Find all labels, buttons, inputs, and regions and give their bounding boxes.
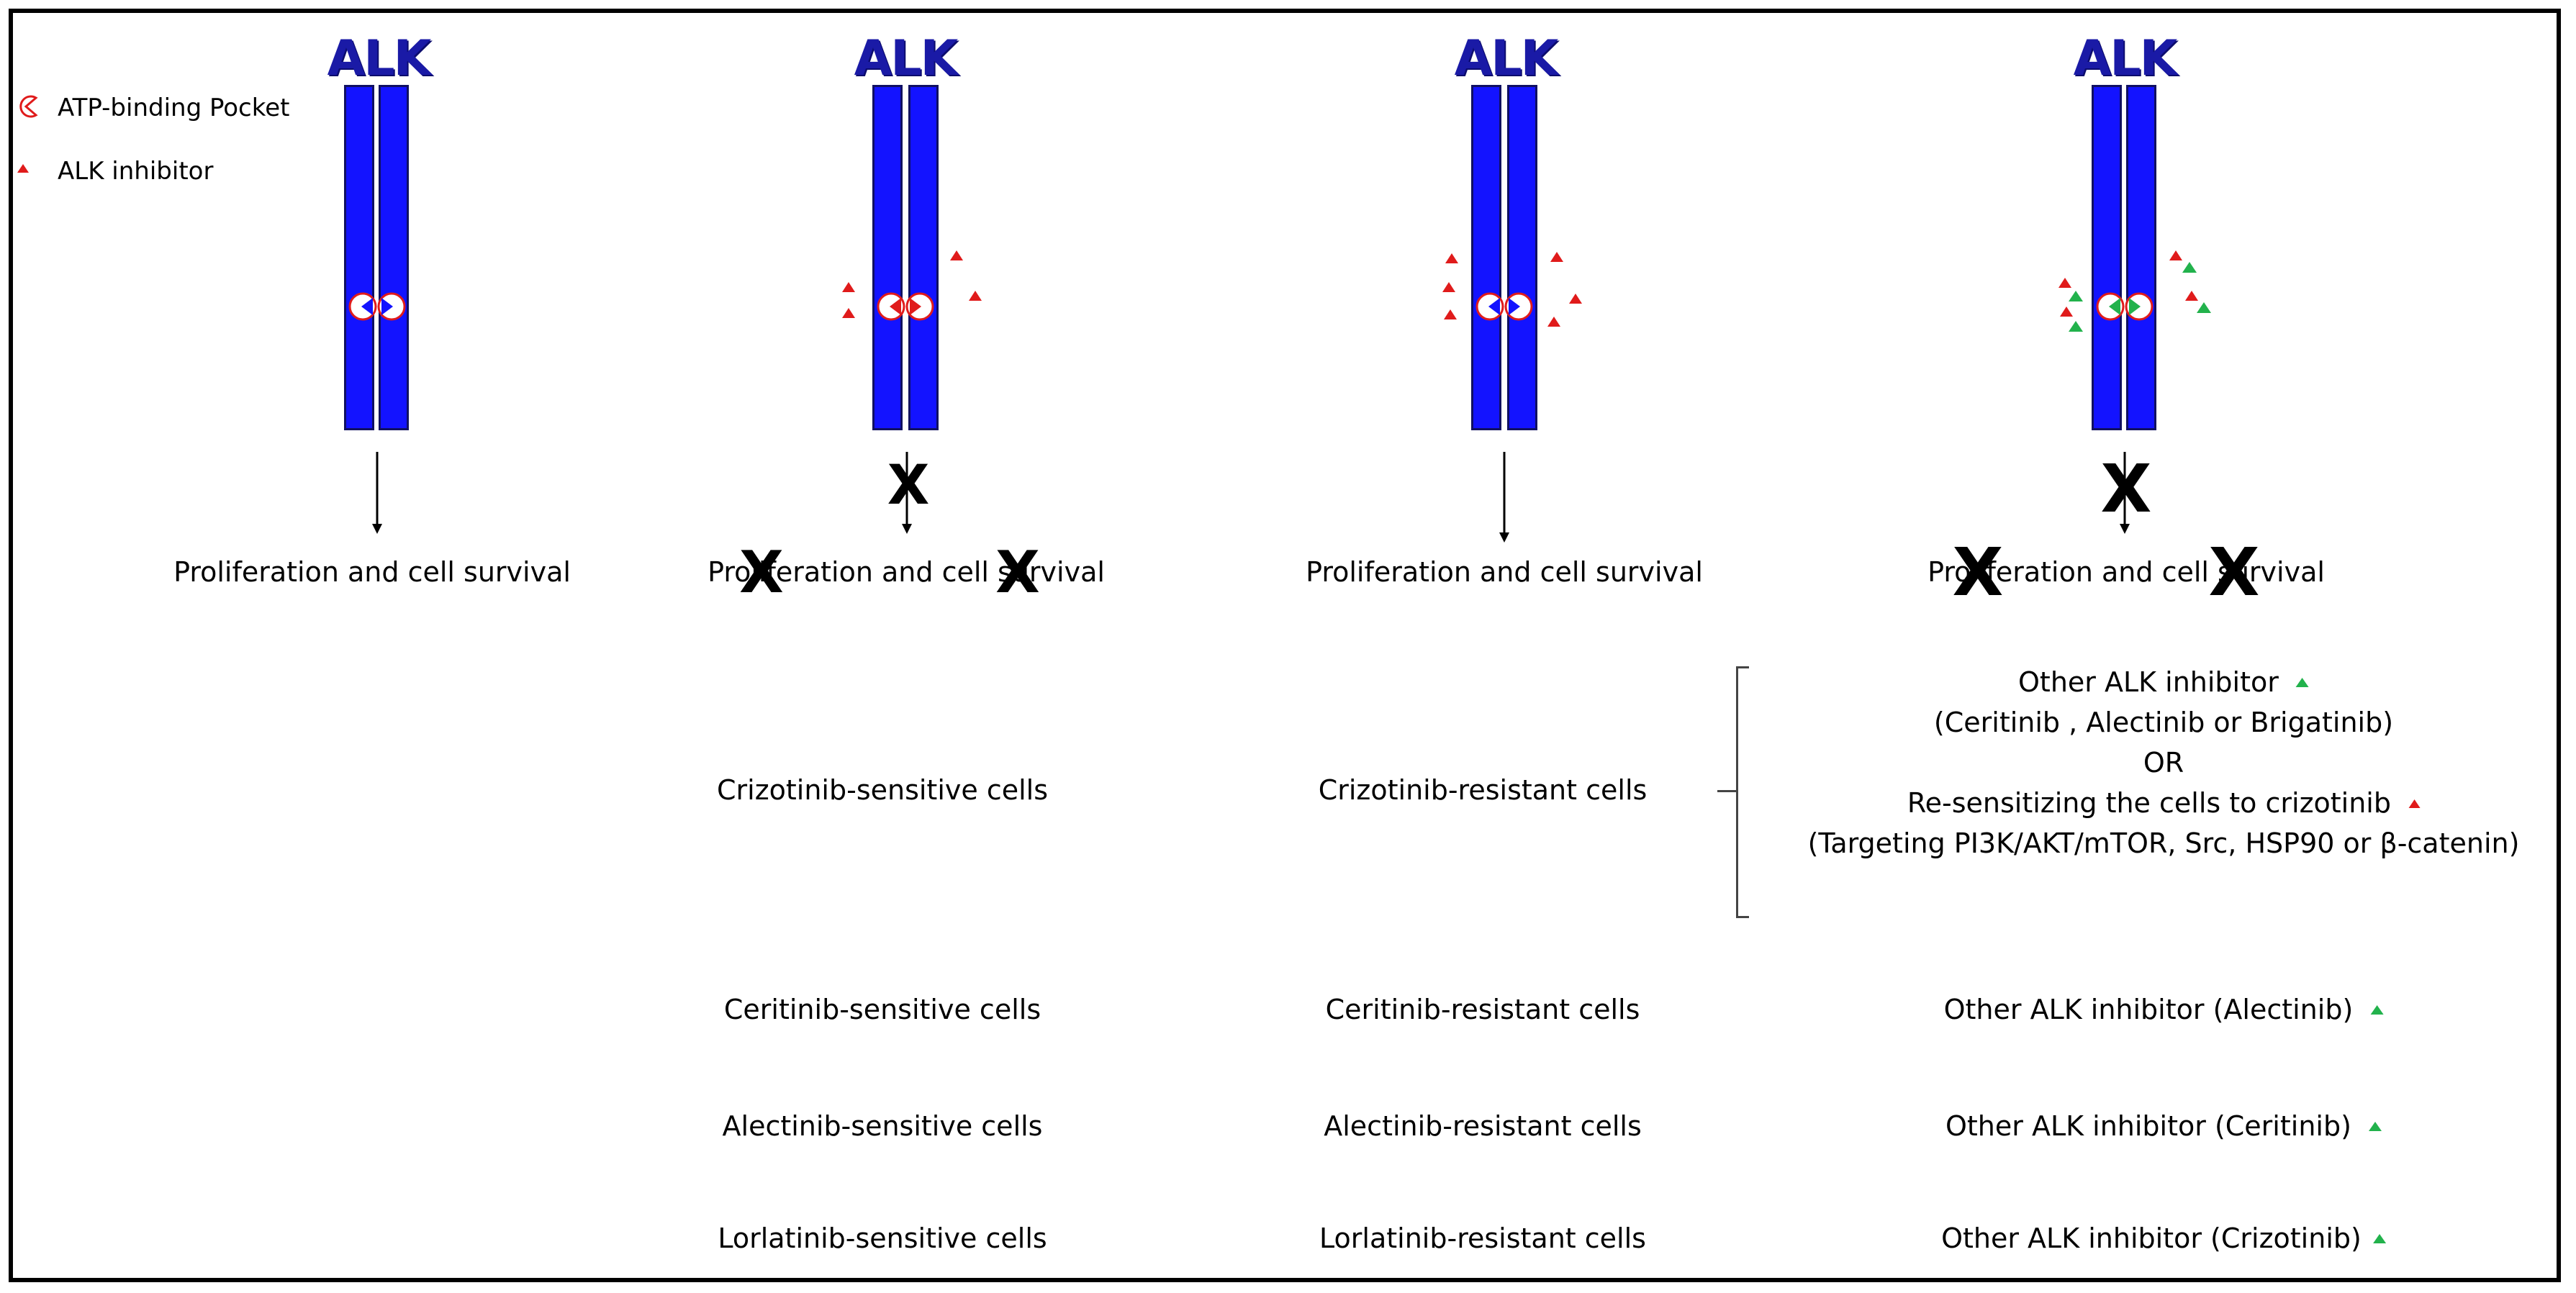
other-inhibitor-marker: [2182, 262, 2197, 273]
legend-pocket-label: ATP-binding Pocket: [58, 94, 290, 122]
signal-arrow: [2120, 452, 2130, 534]
ceritinib-resistant-label: Ceritinib-resistant cells: [1325, 994, 1640, 1025]
alk-title: ALK: [327, 30, 432, 87]
legend-inhibitor-label: ALK inhibitor: [58, 157, 214, 186]
figure-frame: [9, 9, 2561, 1282]
crizotinib-marker: [950, 250, 963, 260]
lorlatinib-resistant-label: Lorlatinib-resistant cells: [1319, 1222, 1646, 1254]
alk-receptor-right: [1507, 85, 1537, 430]
block-x-mark: X: [887, 453, 930, 517]
other-inhibitor-marker: [2369, 1122, 2382, 1131]
other-inhibitor-marker: [2069, 291, 2083, 301]
strategy-bracket-tick: [1717, 790, 1736, 792]
strategy-line: (Ceritinib , Alectinib or Brigatinib): [1933, 707, 2394, 738]
strategy-text: Other ALK inhibitor (Crizotinib): [1941, 1222, 2362, 1254]
outcome-label: Proliferation and cell survival: [708, 556, 1105, 588]
other-inhibitor-marker: [2069, 321, 2083, 332]
inhibitor-legend-icon: [17, 164, 29, 173]
alk-receptor-right: [908, 85, 939, 430]
block-x-mark: X: [739, 539, 784, 606]
crizotinib-marker: [1550, 252, 1563, 262]
strategy-line: Re-sensitizing the cells to crizotinib: [1808, 783, 2520, 823]
alk-title: ALK: [2073, 30, 2178, 87]
alk-title: ALK: [1454, 30, 1559, 87]
other-inhibitor-marker: [2295, 678, 2309, 687]
crizotinib-marker: [1547, 317, 1560, 327]
block-x-mark: X: [1952, 534, 2004, 611]
crizotinib-marker: [1445, 253, 1458, 263]
crizotinib-marker: [2060, 307, 2073, 317]
crizotinib-marker: [2169, 250, 2182, 260]
alectinib-strategy: Other ALK inhibitor (Ceritinib): [1945, 1112, 2382, 1140]
crizotinib-marker: [1444, 309, 1457, 319]
other-inhibitor-marker: [2370, 1005, 2384, 1015]
alk-receptor-left: [344, 85, 374, 430]
crizotinib-marker: [842, 308, 855, 318]
strategy-line-text: Re-sensitizing the cells to crizotinib: [1907, 787, 2391, 819]
block-x-mark: X: [2100, 450, 2152, 527]
ceritinib-sensitive-label: Ceritinib-sensitive cells: [723, 994, 1041, 1025]
strategy-bracket: [1736, 666, 1749, 918]
strategy-line: (Targeting PI3K/AKT/mTOR, Src, HSP90 or …: [1807, 827, 2520, 859]
outcome-label: Proliferation and cell survival: [173, 556, 571, 588]
other-inhibitor-marker: [2197, 302, 2211, 313]
crizotinib-marker: [1442, 282, 1455, 292]
alk-receptor-left: [872, 85, 903, 430]
alk-receptor-left: [2092, 85, 2122, 430]
alk-receptor-right: [379, 85, 409, 430]
signal-arrow: [902, 452, 912, 534]
lorlatinib-sensitive-label: Lorlatinib-sensitive cells: [718, 1222, 1047, 1254]
strategy-text: Other ALK inhibitor (Alectinib): [1943, 994, 2354, 1025]
outcome-label: Proliferation and cell survival: [1306, 556, 1703, 588]
crizotinib-marker: [969, 291, 982, 301]
alectinib-resistant-label: Alectinib-resistant cells: [1324, 1110, 1642, 1142]
atp-pocket-with-inhibitor-icon: [2096, 292, 2154, 321]
strategy-line: Other ALK inhibitor: [1808, 662, 2520, 702]
crizotinib-sensitive-label: Crizotinib-sensitive cells: [716, 774, 1049, 806]
alectinib-sensitive-label: Alectinib-sensitive cells: [722, 1110, 1043, 1142]
strategy-line-text: Other ALK inhibitor: [2018, 666, 2279, 698]
alk-title: ALK: [854, 30, 959, 87]
other-inhibitor-marker: [2372, 1234, 2386, 1243]
crizotinib-resistant-label: Crizotinib-resistant cells: [1318, 774, 1648, 806]
atp-pocket-with-inhibitor-icon: [877, 292, 934, 321]
atp-pocket-icon: [348, 292, 406, 321]
ceritinib-strategy: Other ALK inhibitor (Alectinib): [1944, 996, 2384, 1023]
alk-receptor-left: [1471, 85, 1501, 430]
pocket-legend-icon: [19, 95, 38, 118]
lorlatinib-strategy: Other ALK inhibitor (Crizotinib): [1941, 1225, 2386, 1252]
block-x-mark: X: [995, 539, 1040, 606]
block-x-mark: X: [2208, 534, 2260, 611]
crizotinib-marker: [2058, 278, 2071, 288]
crizotinib-marker: [2185, 291, 2198, 301]
crizotinib-marker: [1569, 294, 1582, 304]
signal-arrow: [1499, 452, 1509, 543]
strategy-text: Other ALK inhibitor (Ceritinib): [1945, 1110, 2351, 1142]
crizotinib-marker: [2408, 799, 2421, 808]
alk-receptor-right: [2126, 85, 2156, 430]
atp-pocket-icon: [1475, 292, 1533, 321]
crizotinib-strategy-block: Other ALK inhibitor (Ceritinib , Alectin…: [1808, 662, 2520, 863]
signal-arrow: [372, 452, 382, 534]
strategy-line: OR: [2143, 747, 2184, 779]
crizotinib-marker: [842, 282, 855, 292]
outcome-label: Proliferation and cell survival: [1928, 556, 2325, 588]
